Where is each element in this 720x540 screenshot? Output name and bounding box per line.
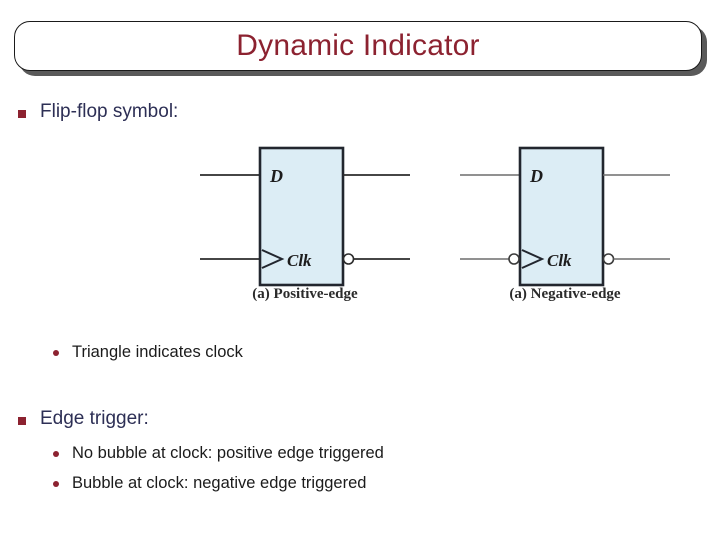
clock-triangle-icon xyxy=(261,249,285,269)
title-box: Dynamic Indicator xyxy=(14,21,702,71)
qbar-output-bubble-icon xyxy=(602,253,615,265)
bullet-item-bubble-negative: Bubble at clock: negative edge triggered xyxy=(53,473,366,493)
negative-edge-flip-flop-diagram: D Clk xyxy=(460,146,670,287)
clock-inversion-bubble-icon xyxy=(508,253,520,265)
bullet-label-edge-trigger: Edge trigger: xyxy=(40,408,149,429)
clock-triangle-icon xyxy=(521,249,545,269)
figure-negative-edge-flip-flop: D Clk (a) Negative-edge xyxy=(450,140,680,315)
qbar-output-bubble-icon xyxy=(342,253,355,265)
bullet-label-flip-flop-symbol: Flip-flop symbol: xyxy=(40,101,179,122)
bullet-item-triangle-indicates-clock: Triangle indicates clock xyxy=(53,342,243,362)
bullet-item-no-bubble-positive: No bubble at clock: positive edge trigge… xyxy=(53,443,384,463)
round-bullet-icon xyxy=(53,481,59,487)
round-bullet-icon xyxy=(53,350,59,356)
bullet-item-flip-flop-symbol: Flip-flop symbol: xyxy=(18,101,178,123)
clk-input-label: Clk xyxy=(287,251,312,270)
clk-input-label: Clk xyxy=(547,251,572,270)
square-bullet-icon xyxy=(18,417,26,425)
d-input-label: D xyxy=(529,166,543,186)
bullet-label-bubble-negative: Bubble at clock: negative edge triggered xyxy=(72,474,367,492)
square-bullet-icon xyxy=(18,110,26,118)
slide-title-block: Dynamic Indicator xyxy=(14,21,707,76)
bullet-item-edge-trigger: Edge trigger: xyxy=(18,408,149,430)
round-bullet-icon xyxy=(53,451,59,457)
bullet-label-no-bubble-positive: No bubble at clock: positive edge trigge… xyxy=(72,444,384,462)
figure-positive-edge-flip-flop: D Clk (a) Positive-edge xyxy=(190,140,420,315)
bullet-label-triangle-indicates-clock: Triangle indicates clock xyxy=(72,343,243,361)
positive-edge-flip-flop-diagram: D Clk xyxy=(200,146,410,287)
d-input-label: D xyxy=(269,166,283,186)
figure-caption-positive-edge: (a) Positive-edge xyxy=(252,286,358,302)
flip-flop-body xyxy=(518,146,605,287)
page-title: Dynamic Indicator xyxy=(236,29,480,62)
figure-caption-negative-edge: (a) Negative-edge xyxy=(509,286,621,302)
